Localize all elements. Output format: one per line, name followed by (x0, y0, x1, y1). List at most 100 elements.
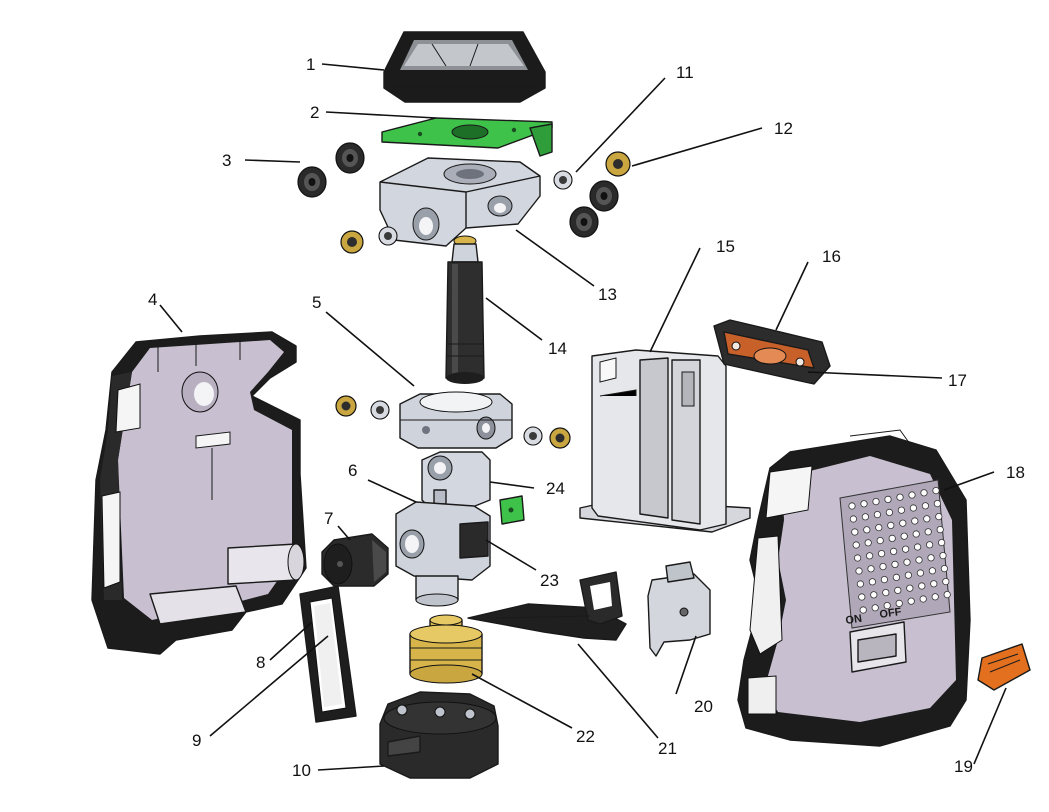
vent-dot (928, 567, 937, 575)
callout-5: 5 (312, 293, 321, 312)
part-20-metal-bracket (647, 561, 711, 657)
vent-dot (920, 489, 928, 497)
vent-dot (876, 536, 884, 545)
callout-8: 8 (256, 653, 265, 672)
leader-2 (325, 111, 437, 119)
leader-22 (471, 673, 573, 729)
vent-dot (900, 532, 908, 540)
vent-dot (921, 502, 930, 510)
vent-dot-grid (848, 486, 951, 614)
part-13-upper-gimbal-frame (379, 157, 541, 247)
leader-12 (631, 127, 763, 167)
callout-21: 21 (658, 739, 677, 758)
vent-dot (882, 588, 890, 597)
vent-dot (859, 606, 867, 614)
callout-22: 22 (576, 727, 595, 746)
part-4-left-housing (91, 331, 307, 655)
vent-dot (913, 543, 922, 551)
vent-dot (906, 584, 914, 592)
vent-dot (924, 528, 932, 536)
vent-dot (937, 538, 946, 547)
vent-dot (888, 534, 896, 543)
leader-4 (159, 304, 183, 333)
vent-dot (939, 551, 947, 560)
vent-dot (933, 499, 942, 508)
top-frame-bearings (340, 170, 573, 254)
vent-dot (884, 495, 892, 503)
vent-dot (858, 593, 866, 601)
part-8-9-window-gasket (299, 585, 357, 723)
vent-dot (901, 545, 910, 553)
switch-on-label: ON (845, 613, 863, 627)
leader-5 (325, 311, 415, 387)
vent-dot (892, 573, 901, 582)
vent-dot (861, 513, 870, 521)
vent-dot (875, 523, 883, 532)
part-7-black-knob (321, 533, 389, 587)
part-1-window-cap (383, 31, 546, 103)
vent-dot (855, 567, 863, 575)
leader-24 (489, 481, 535, 489)
vent-dot (943, 590, 951, 599)
part-6-pivot-block (421, 451, 491, 509)
callout-15: 15 (716, 237, 735, 256)
vent-dot (936, 525, 944, 534)
vent-dot (919, 595, 927, 603)
part-21-black-tray (467, 571, 627, 641)
vent-dot (932, 486, 940, 495)
leader-8 (269, 621, 313, 661)
callout-18: 18 (1006, 463, 1025, 482)
part-18-right-housing: ON OFF (737, 429, 971, 747)
vent-dot (942, 577, 950, 586)
callout-23: 23 (540, 571, 559, 590)
vent-dot (915, 556, 923, 564)
leader-15 (649, 247, 701, 353)
vent-dot (896, 493, 904, 501)
vent-dot (868, 578, 877, 586)
vent-dot (856, 580, 865, 588)
vent-dot (912, 530, 920, 538)
vent-dot (889, 547, 898, 556)
callout-labels: 1 2 3 4 5 6 7 8 9 10 11 12 13 14 15 16 1… (148, 55, 1025, 780)
callout-24: 24 (546, 479, 565, 498)
vent-dot (880, 575, 889, 584)
vent-dot (863, 526, 871, 534)
vent-dot (887, 521, 895, 530)
part-15-battery-holder (579, 349, 751, 533)
vent-dot (852, 541, 860, 549)
vent-dot (911, 517, 919, 525)
vent-dot (907, 597, 915, 605)
part-23-laser-block (395, 501, 491, 607)
leader-7 (337, 525, 351, 541)
vent-dot (877, 549, 886, 558)
callout-17: 17 (948, 371, 967, 390)
leader-21 (577, 643, 659, 739)
part-2-green-mount-plate (381, 117, 553, 157)
vent-dot (891, 560, 899, 569)
vent-dot (903, 558, 911, 566)
vent-dot (927, 554, 935, 562)
leader-lines (159, 63, 1007, 771)
leader-23 (485, 539, 537, 571)
part-14-pendulum-tube (445, 235, 485, 384)
part-3-black-rollers (297, 142, 365, 198)
vent-dot (873, 510, 882, 519)
callout-6: 6 (348, 461, 357, 480)
vent-dot (918, 582, 926, 590)
callout-7: 7 (324, 509, 333, 528)
callout-11: 11 (676, 63, 694, 82)
vent-dot (883, 601, 891, 610)
right-black-rollers (569, 180, 619, 238)
leader-17 (807, 371, 943, 379)
switch-off-label: OFF (879, 606, 903, 621)
part-16-17-cover-plate (713, 319, 831, 385)
leader-16 (775, 261, 809, 331)
part-12-brass-bearing (605, 151, 631, 177)
vent-dot (908, 491, 916, 499)
part-19-orange-latch (977, 643, 1031, 691)
callout-19: 19 (954, 757, 973, 776)
vent-dot (864, 539, 872, 547)
leader-20 (675, 635, 697, 695)
vent-dot (916, 569, 925, 577)
leader-3 (244, 159, 301, 163)
